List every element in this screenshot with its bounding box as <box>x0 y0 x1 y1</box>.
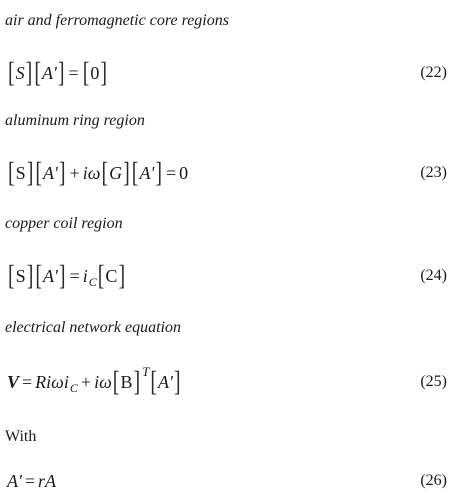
heading-aluminum-ring-region: aluminum ring region <box>5 112 145 129</box>
heading-electrical-network-equation: electrical network equation <box>5 319 181 336</box>
equation-number: (24) <box>420 267 447 284</box>
equation-number: (25) <box>420 373 447 390</box>
equation-23: [S] [A'] + iω [G] [A'] = 0 (23) <box>7 155 447 191</box>
equation-23-body: [S] [A'] + iω [G] [A'] = 0 <box>8 156 189 189</box>
equation-26-body: A' = rA <box>7 470 57 491</box>
with-label: With <box>5 428 37 445</box>
equation-number: (22) <box>420 64 447 81</box>
equation-26: A' = rA (26) <box>7 463 447 499</box>
heading-copper-coil-region: copper coil region <box>5 215 123 232</box>
heading-air-core-regions: air and ferromagnetic core regions <box>5 12 229 29</box>
equation-22-body: [S] [A'] = [0] <box>8 56 108 89</box>
equation-number: (26) <box>420 472 447 489</box>
equation-22: [S] [A'] = [0] (22) <box>7 55 447 91</box>
equation-number: (23) <box>420 164 447 181</box>
